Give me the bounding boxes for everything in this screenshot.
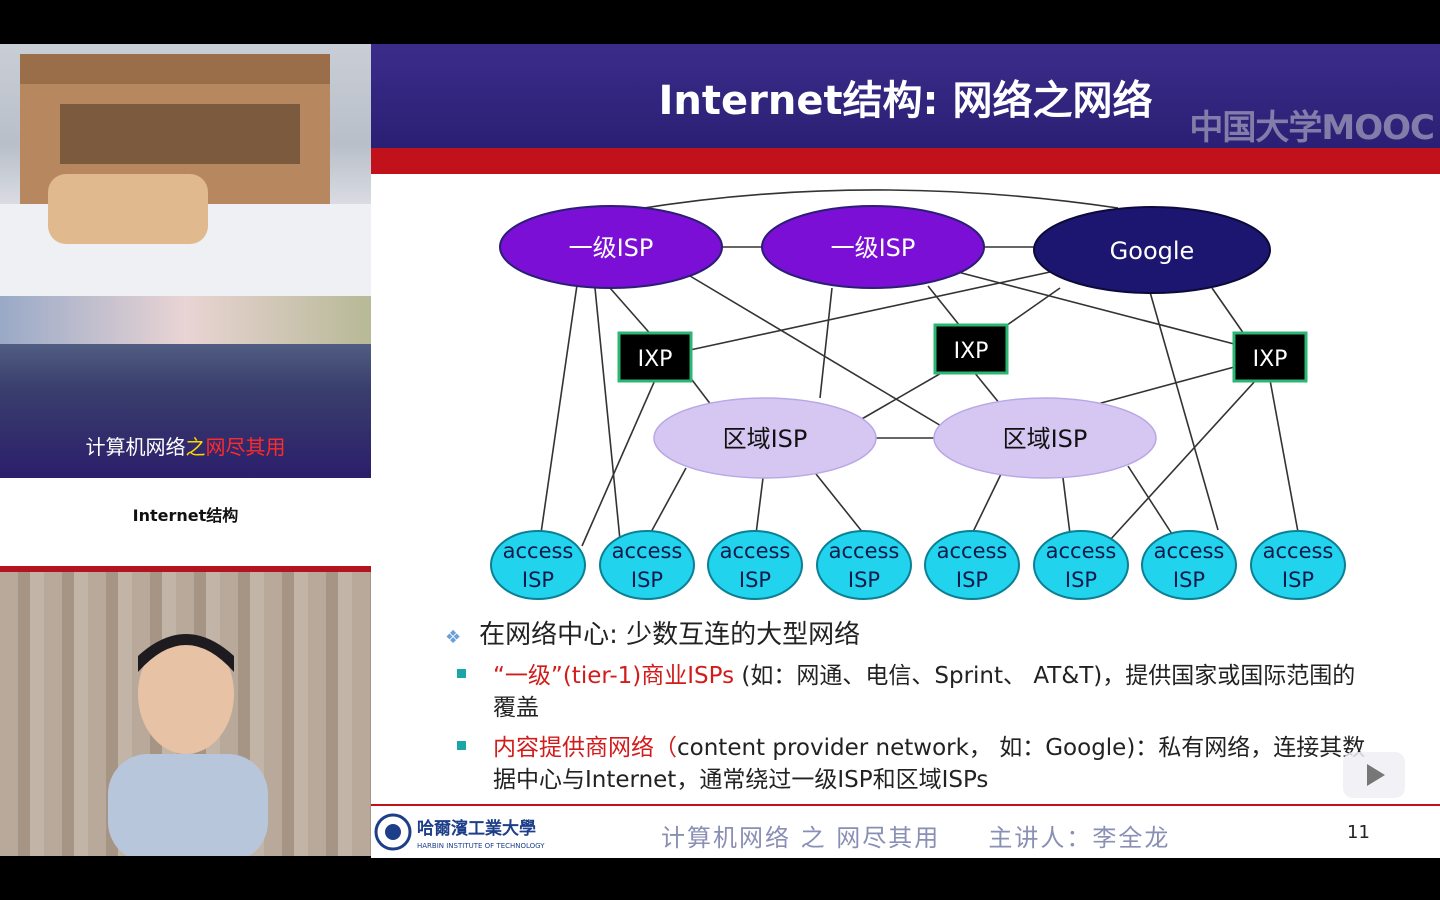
play-icon [1367, 764, 1385, 786]
ixp-label: IXP [954, 339, 989, 364]
slide-header: Internet结构: 网络之网络 中国大学MOOC [371, 44, 1440, 148]
access-isp-label: access [1263, 539, 1334, 563]
access-isp-label: ISP [956, 568, 988, 592]
square-bullet-icon [457, 669, 466, 678]
access-isp-label: access [503, 539, 574, 563]
regional-isp-node: 区域ISP [653, 397, 877, 479]
access-isp-label: ISP [631, 568, 663, 592]
google-label: Google [1110, 237, 1195, 265]
access-isp-label: ISP [522, 568, 554, 592]
tier1-isp-label: 一级ISP [569, 234, 654, 262]
ixp-node: IXP [1232, 331, 1308, 383]
ixp-label: IXP [1253, 347, 1288, 372]
ixp-node: IXP [933, 323, 1009, 375]
access-isp-label: ISP [739, 568, 771, 592]
slide-title: Internet结构: 网络之网络 [658, 78, 1153, 124]
lecturer-video[interactable] [0, 566, 371, 856]
access-isp-label: ISP [1065, 568, 1097, 592]
course-title-c: 网尽其用 [205, 435, 286, 459]
university-logo: 哈爾濱工業大學 HARBIN INSTITUTE OF TECHNOLOGY [373, 812, 563, 852]
access-isp-label: access [937, 539, 1008, 563]
course-title-a: 计算机网络 [85, 435, 186, 459]
course-banner: 计算机网络之网尽其用 [0, 296, 371, 478]
page-number: 11 [1347, 822, 1370, 843]
slide: Internet结构: 网络之网络 中国大学MOOC [371, 44, 1440, 858]
network-diagram: 一级ISP 一级ISP Google IXP IXP IXP 区域ISP [490, 189, 1346, 600]
bullet-tier1: “一级”(tier-1)商业ISPs (如：网通、电信、Sprint、 AT&T… [457, 660, 1373, 724]
access-isp-label: access [720, 539, 791, 563]
course-title: 计算机网络之网尽其用 [0, 431, 371, 460]
access-isp-label: ISP [848, 568, 880, 592]
campus-photo [0, 44, 371, 296]
access-isp-label: access [612, 539, 683, 563]
lecture-sidebar: 计算机网络之网尽其用 Internet结构 [0, 44, 371, 856]
diagram-links [539, 189, 1299, 547]
bullet-tier1-highlight: “一级”(tier-1)商业ISPs [493, 663, 735, 689]
regional-isp-label: 区域ISP [1003, 425, 1088, 453]
bullet-main: ❖ 在网络中心: 少数互连的大型网络 [445, 614, 860, 651]
ixp-label: IXP [638, 347, 673, 372]
bullet-content-provider: 内容提供商网络（content provider network， 如：Goog… [457, 732, 1373, 796]
diamond-bullet-icon: ❖ [445, 627, 462, 648]
course-title-b: 之 [185, 435, 206, 459]
bullet-tier1-text: (如：网通、电信、Sprint、 AT&T)，提供国家或国际范围的覆盖 [493, 663, 1356, 721]
logo-text: 哈爾濱工業大學 [417, 818, 536, 839]
google-node: Google [1033, 206, 1271, 294]
slide-accent-bar [371, 148, 1440, 174]
tier1-isp-node: 一级ISP [761, 205, 985, 289]
logo-subtext: HARBIN INSTITUTE OF TECHNOLOGY [417, 842, 545, 850]
access-isp-label: ISP [1282, 568, 1314, 592]
access-isp-label: access [1154, 539, 1225, 563]
bullet-main-text: 在网络中心: 少数互连的大型网络 [479, 620, 861, 650]
ixp-node: IXP [617, 331, 693, 383]
tier1-isp-node: 一级ISP [499, 205, 723, 289]
slide-footer: 哈爾濱工業大學 HARBIN INSTITUTE OF TECHNOLOGY 计… [371, 804, 1440, 858]
access-isp-label: access [1046, 539, 1117, 563]
tier1-isp-label: 一级ISP [831, 234, 916, 262]
mooc-watermark: 中国大学MOOC [1189, 108, 1435, 148]
footer-course-text: 计算机网络 之 网尽其用 主讲人：李全龙 [661, 824, 1171, 852]
bullet-cp-highlight: 内容提供商网络（ [493, 735, 677, 761]
access-isp-label: ISP [1173, 568, 1205, 592]
access-isp-label: access [829, 539, 900, 563]
square-bullet-icon [457, 741, 466, 750]
regional-isp-node: 区域ISP [933, 397, 1157, 479]
play-button[interactable] [1343, 752, 1405, 798]
regional-isp-label: 区域ISP [723, 425, 808, 453]
bullet-cp-text: content provider network， 如：Google)：私有网络… [493, 735, 1366, 793]
section-label: Internet结构 [132, 506, 239, 525]
